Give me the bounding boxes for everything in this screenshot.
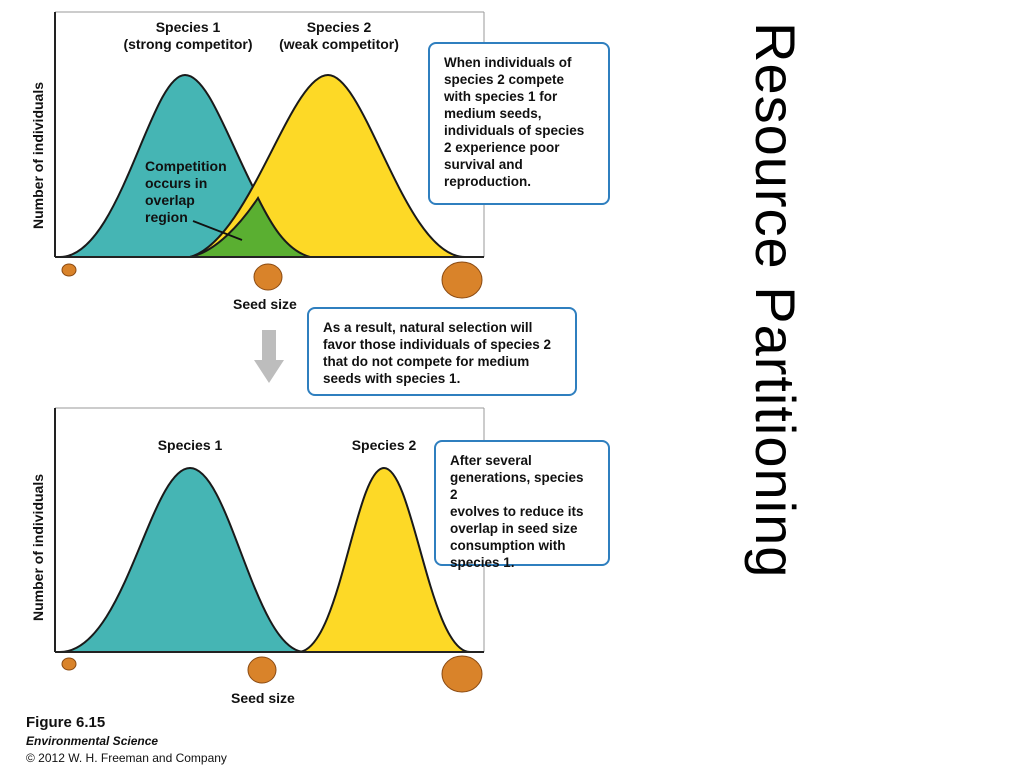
species1-label-bottom: Species 1 [157,437,223,453]
species1-curve-bottom [59,466,306,653]
callout-line: medium seeds, [444,106,542,121]
overlap-label-line: region [145,209,188,225]
figure-number: Figure 6.15 [26,714,106,731]
callout-line: evolves to reduce its [450,504,584,519]
callout-line: favor those individuals of species 2 [323,337,552,352]
species2-name: Species 2 [306,19,372,35]
species2-label-top: Species 2 (weak competitor) [264,19,414,53]
callout-natural-selection: As a result, natural selection will favo… [307,307,577,396]
seed-medium-top [253,263,283,291]
seed-medium-bottom [247,656,277,684]
callout-line: As a result, natural selection will [323,320,533,335]
species2-descriptor: (weak competitor) [279,36,399,52]
slide-title: Resource Partitioning [744,22,807,579]
callout-line: 2 experience poor [444,140,560,155]
callout-line: that do not compete for medium [323,354,530,369]
callout-line: After several [450,453,532,468]
callout-competition: When individuals of species 2 compete wi… [428,42,610,205]
x-axis-label-bottom: Seed size [231,690,295,706]
species1-name: Species 1 [155,19,221,35]
species2-curve-top [189,73,466,258]
overlap-label-line: overlap [145,192,195,208]
species1-descriptor: (strong competitor) [123,36,253,52]
seed-large-bottom [441,655,483,693]
species1-label-top: Species 1 (strong competitor) [108,19,268,53]
callout-line: reproduction. [444,174,531,189]
callout-line: species 1. [450,555,515,570]
seed-small-top [61,263,77,277]
overlap-label: Competition occurs in overlap region [145,158,227,226]
book-title: Environmental Science [26,734,159,748]
y-axis-label-top: Number of individuals [30,81,46,229]
y-axis-label-bottom: Number of individuals [30,473,46,621]
down-arrow-icon [254,330,284,383]
species2-label-bottom: Species 2 [351,437,417,453]
callout-line: with species 1 for [444,89,558,104]
callout-line: individuals of species [444,123,585,138]
overlap-label-line: Competition [145,158,227,174]
callout-line: seeds with species 1. [323,371,461,386]
seed-large-top [441,261,483,299]
copyright: © 2012 W. H. Freeman and Company [26,751,227,765]
callout-line: When individuals of [444,55,572,70]
callout-line: overlap in seed size [450,521,578,536]
seed-small-bottom [61,657,77,671]
callout-line: survival and [444,157,523,172]
callout-line: consumption with [450,538,566,553]
callout-line: species 2 compete [444,72,565,87]
x-axis-label-top: Seed size [233,296,297,312]
callout-line: generations, species 2 [450,470,584,502]
callout-after-generations: After several generations, species 2 evo… [434,440,610,570]
overlap-label-line: occurs in [145,175,208,191]
